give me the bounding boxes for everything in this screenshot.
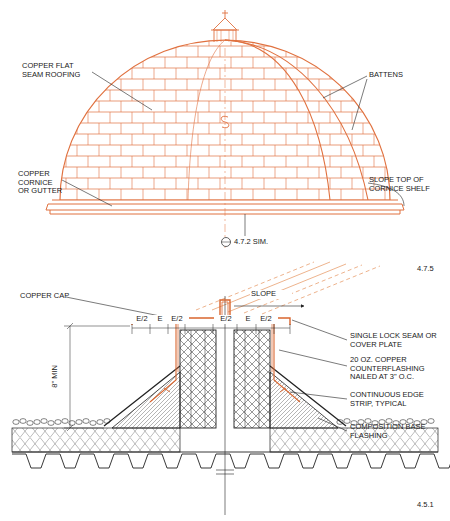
- copper-cap: [132, 300, 300, 402]
- dimension-label: E/2: [254, 315, 278, 324]
- section-mark: [222, 242, 231, 243]
- dimension-label: E/2: [165, 315, 189, 324]
- part-label: SLOPE: [250, 290, 292, 299]
- part-label: 20 OZ. COPPER COUNTERFLASHING NAILED AT …: [350, 356, 442, 382]
- detail-number: 4.7.2 SIM.: [233, 238, 285, 247]
- dimension-line: [64, 323, 130, 431]
- centerline-symbol: [221, 116, 229, 127]
- part-label: SINGLE LOCK SEAM OR COVER PLATE: [350, 332, 442, 349]
- dimension-line: [132, 324, 290, 334]
- joint-line: [225, 296, 226, 515]
- part-label: COPPER FLAT SEAM ROOFING: [22, 62, 90, 79]
- leader-lines: [66, 297, 347, 431]
- part-label: COPPER CAP: [20, 292, 70, 301]
- detail-number: 4.7.5: [417, 265, 447, 274]
- part-label: COPPER CORNICE OR GUTTER: [18, 170, 64, 196]
- joint-line: [216, 470, 234, 474]
- part-label: SLOPE TOP OF CORNICE SHELF: [369, 176, 439, 193]
- dimension-label: E/2: [214, 315, 238, 324]
- part-label: COMPOSITION BASE FLASHING: [350, 423, 442, 440]
- detail-number: 4.5.1: [417, 501, 447, 510]
- section-mark: [222, 238, 231, 247]
- metal-deck: [12, 452, 450, 468]
- center-line: [225, 48, 226, 250]
- part-label: CONTINUOUS EDGE STRIP, TYPICAL: [350, 391, 442, 408]
- part-label: BATTENS: [369, 71, 419, 80]
- roof-slope-lines: [196, 262, 380, 314]
- leader-lines: [62, 72, 404, 236]
- dimension-label: 8" MIN: [51, 355, 60, 397]
